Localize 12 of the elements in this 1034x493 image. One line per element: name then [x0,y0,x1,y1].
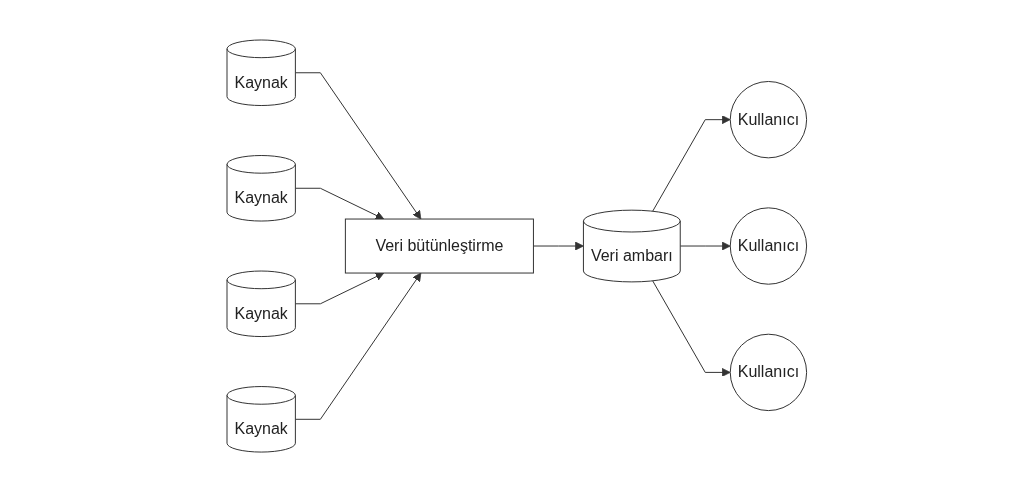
arrow [652,115,731,213]
arrow [295,72,422,220]
arrow [295,188,385,220]
node-box: Veri bütünleştirme [345,219,535,274]
node-circle: Kullanıcı [729,334,808,412]
arrow [533,242,584,251]
node-circle: Kullanıcı [729,81,808,159]
arrow [652,280,731,378]
arrow [295,273,385,305]
arrow [679,242,731,251]
arrow [295,273,422,421]
node-circle: Kullanıcı [729,207,808,286]
